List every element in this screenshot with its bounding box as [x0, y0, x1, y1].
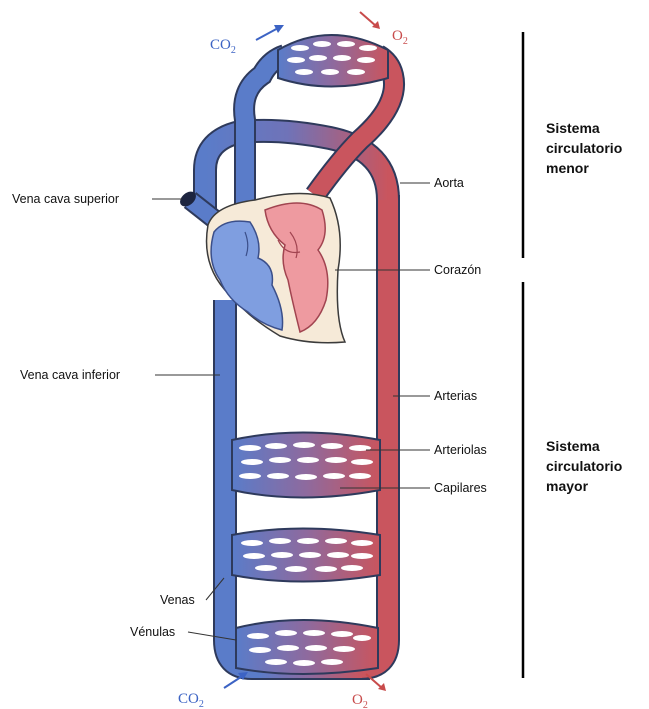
label-arteriolas: Arteriolas	[434, 443, 487, 457]
label-arterias: Arterias	[434, 389, 477, 403]
gas-o2-bottom: O2	[352, 692, 368, 709]
capillary-bed-3	[236, 620, 378, 674]
lung-capillary-bed	[278, 35, 388, 87]
label-corazon: Corazón	[434, 263, 481, 277]
label-vena-cava-superior: Vena cava superior	[12, 192, 119, 206]
gas-co2-bottom: CO2	[178, 691, 204, 709]
section-sistema-mayor: Sistema circulatorio mayor	[546, 438, 626, 494]
gas-o2-top: O2	[392, 28, 408, 47]
section-sistema-menor: Sistema circulatorio menor	[546, 120, 626, 176]
label-capilares: Capilares	[434, 481, 487, 495]
gas-co2-top: CO2	[210, 37, 236, 56]
label-venulas: Vénulas	[130, 625, 175, 639]
label-aorta: Aorta	[434, 176, 464, 190]
o2-top-arrow-icon	[360, 12, 380, 29]
co2-top-arrow-icon	[256, 25, 284, 40]
label-venas: Venas	[160, 593, 195, 607]
capillary-bed-2	[232, 529, 380, 582]
label-vena-cava-inferior: Vena cava inferior	[20, 368, 120, 382]
